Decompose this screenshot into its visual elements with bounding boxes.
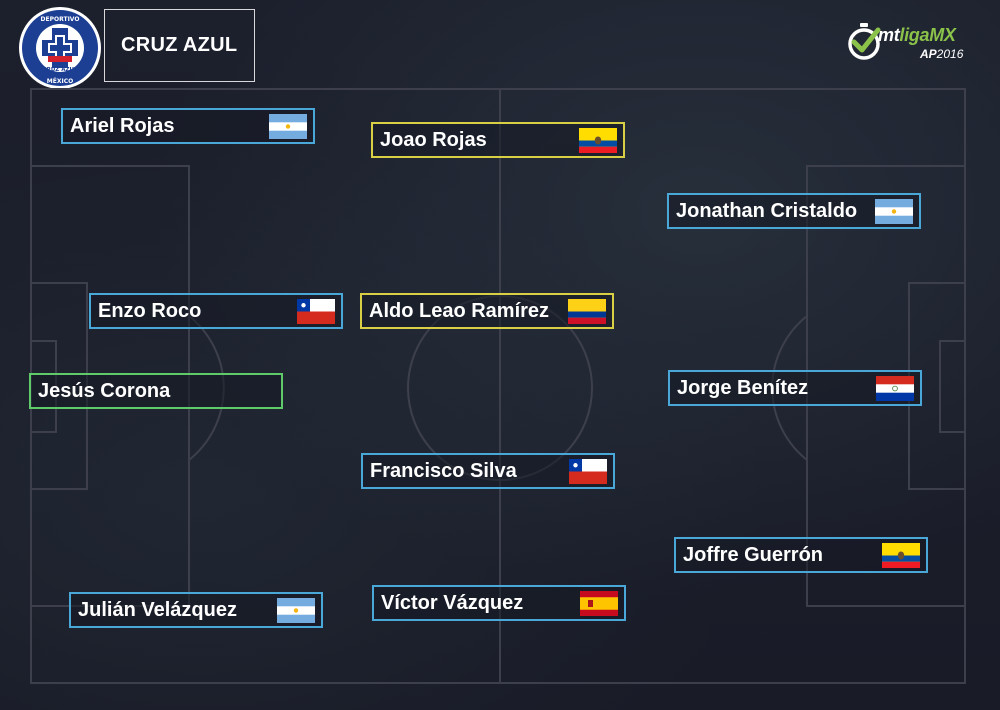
player-card[interactable]: Aldo Leao Ramírez — [360, 293, 614, 329]
paraguay-flag-icon — [876, 375, 914, 401]
player-name: Víctor Vázquez — [381, 591, 524, 614]
player-name: Enzo Roco — [98, 299, 202, 322]
chile-flag-icon — [297, 298, 335, 324]
player-card[interactable]: Enzo Roco — [89, 293, 343, 329]
cruz-azul-crest: DEPORTIVO CRUZ AZUL MÉXICO — [18, 6, 102, 90]
player-card[interactable]: Julián Velázquez — [69, 592, 323, 628]
player-card[interactable]: Francisco Silva — [361, 453, 615, 489]
mtligamx-logo: mtligaMX AP2016 — [848, 20, 968, 68]
brand-mt: mt — [878, 25, 900, 45]
player-card[interactable]: Jorge Benítez — [668, 370, 922, 406]
brand-season-label: AP — [920, 47, 937, 61]
team-name: CRUZ AZUL — [121, 34, 238, 56]
player-name: Aldo Leao Ramírez — [369, 299, 550, 322]
player-name: Joao Rojas — [380, 128, 487, 151]
argentina-flag-icon — [875, 198, 913, 224]
argentina-flag-icon — [269, 113, 307, 139]
brand-season-year: 2016 — [936, 47, 964, 61]
chile-flag-icon — [569, 458, 607, 484]
brand-wordmark: mtligaMX — [878, 25, 956, 46]
spain-flag-icon — [580, 590, 618, 616]
brand-season: AP2016 — [920, 47, 963, 61]
player-name: Jesús Corona — [38, 379, 171, 402]
ecuador-flag-icon — [882, 542, 920, 568]
right-goal — [939, 340, 966, 433]
argentina-flag-icon — [277, 597, 315, 623]
player-card[interactable]: Joffre Guerrón — [674, 537, 928, 573]
player-name: Joffre Guerrón — [683, 543, 824, 566]
player-name: Jonathan Cristaldo — [676, 199, 858, 222]
stopwatch-icon — [848, 23, 881, 60]
player-card[interactable]: Jesús Corona — [29, 373, 283, 409]
colombia-flag-icon — [568, 298, 606, 324]
team-title-box: CRUZ AZUL — [104, 9, 255, 82]
crest-bottom-text: MÉXICO — [47, 77, 73, 85]
player-card[interactable]: Jonathan Cristaldo — [667, 193, 921, 229]
crest-middle-text: CRUZ AZUL — [43, 67, 78, 73]
crest-top-text: DEPORTIVO — [41, 16, 80, 23]
player-card[interactable]: Víctor Vázquez — [372, 585, 626, 621]
player-card[interactable]: Ariel Rojas — [61, 108, 315, 144]
player-name: Jorge Benítez — [677, 376, 809, 399]
player-card[interactable]: Joao Rojas — [371, 122, 625, 158]
ecuador-flag-icon — [579, 127, 617, 153]
player-name: Francisco Silva — [370, 459, 517, 482]
player-name: Ariel Rojas — [70, 114, 175, 137]
player-name: Julián Velázquez — [78, 598, 237, 621]
brand-ligamx: ligaMX — [899, 25, 956, 45]
